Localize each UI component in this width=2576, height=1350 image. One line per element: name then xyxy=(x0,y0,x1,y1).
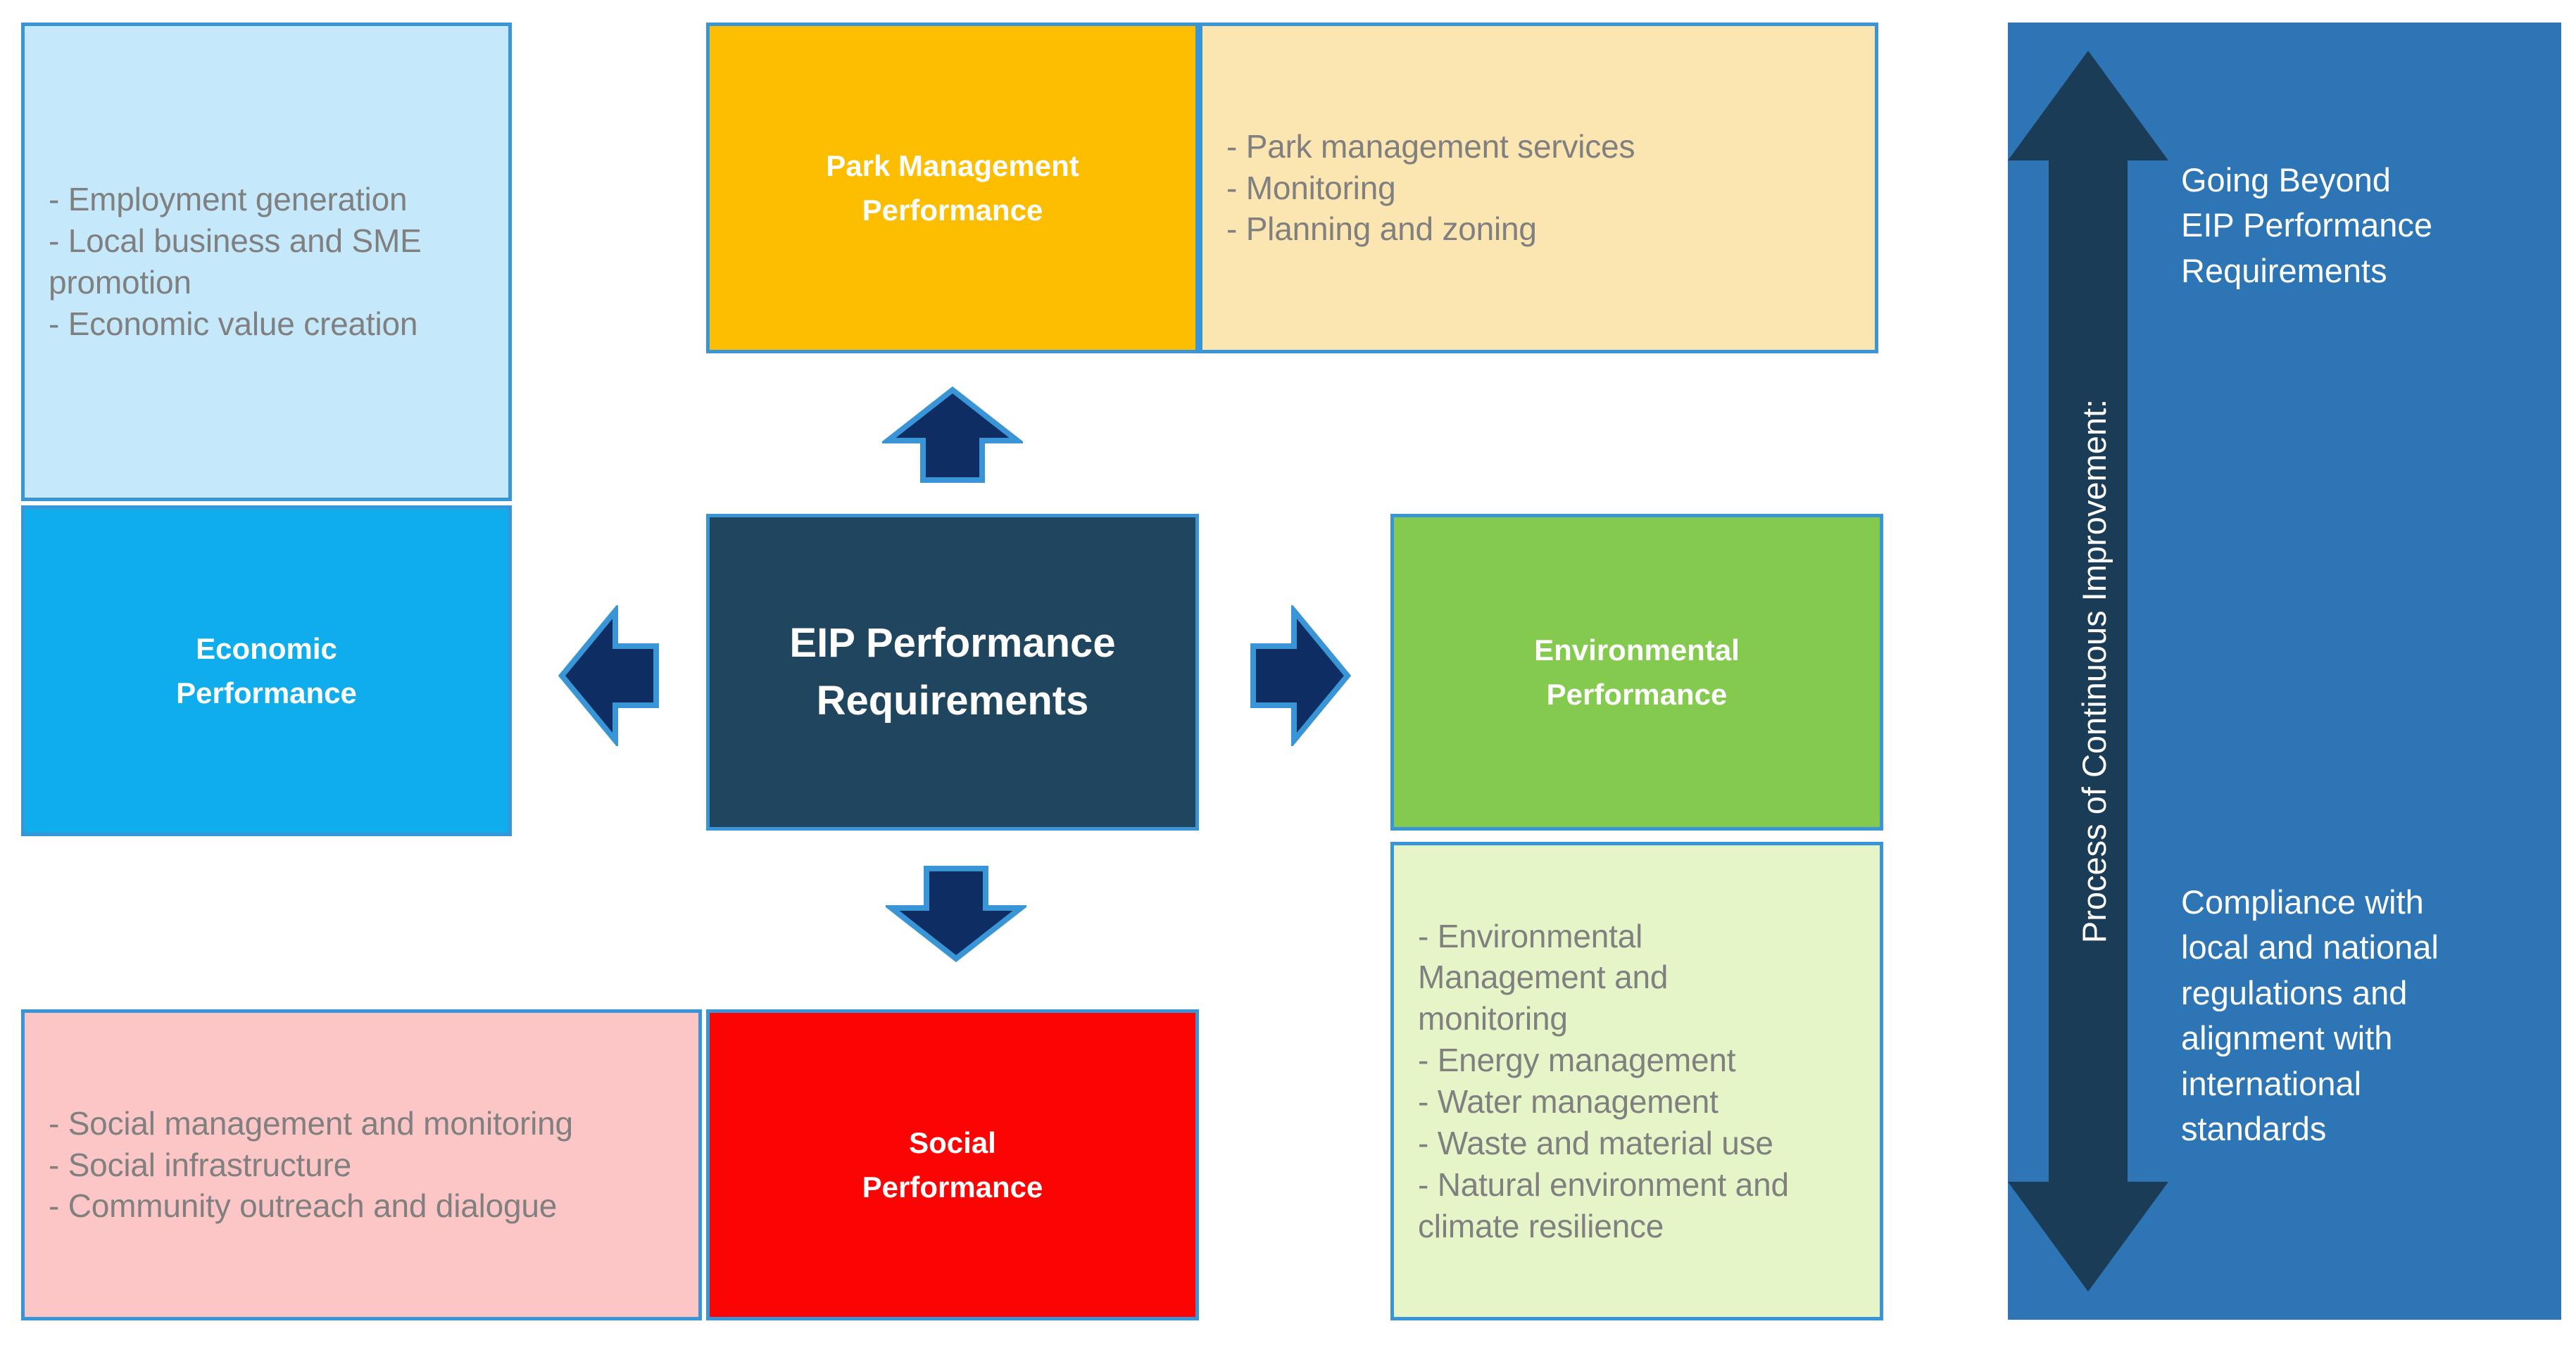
arrow-up-icon xyxy=(882,386,1023,484)
environmental-details-box: - Environmental Management and monitorin… xyxy=(1390,842,1883,1320)
social-performance-box: Social Performance xyxy=(706,1009,1199,1320)
environmental-performance-label: Environmental Performance xyxy=(1534,633,1740,711)
park-management-details-box: - Park management services - Monitoring … xyxy=(1199,23,1878,353)
park-management-details-text: - Park management services - Monitoring … xyxy=(1226,127,1635,248)
social-details-box: - Social management and monitoring - Soc… xyxy=(21,1009,702,1320)
continuous-improvement-panel: Process of Continuous Improvement: Going… xyxy=(2008,23,2561,1320)
arrow-right-icon xyxy=(1248,605,1353,746)
eip-performance-requirements-label: EIP Performance Requirements xyxy=(789,619,1116,724)
economic-details-text: - Employment generation - Local business… xyxy=(49,181,422,342)
environmental-performance-box: Environmental Performance xyxy=(1390,514,1883,831)
park-management-performance-label: Park Management Performance xyxy=(826,149,1079,227)
economic-performance-label: Economic Performance xyxy=(176,632,357,709)
environmental-details-text: - Environmental Management and monitorin… xyxy=(1418,917,1789,1244)
economic-performance-box: Economic Performance xyxy=(21,505,512,836)
social-performance-label: Social Performance xyxy=(862,1126,1043,1204)
park-management-performance-box: Park Management Performance xyxy=(706,23,1199,353)
eip-performance-requirements-box: EIP Performance Requirements xyxy=(706,514,1199,831)
arrow-down-icon xyxy=(886,864,1026,963)
economic-details-box: - Employment generation - Local business… xyxy=(21,23,512,501)
arrow-left-icon xyxy=(556,605,662,746)
compliance-text: Compliance with local and national regul… xyxy=(2181,883,2439,1147)
continuous-improvement-label: Process of Continuous Improvement: xyxy=(2075,398,2113,944)
going-beyond-text: Going Beyond EIP Performance Requirement… xyxy=(2181,161,2433,289)
social-details-text: - Social management and monitoring - Soc… xyxy=(49,1104,573,1225)
